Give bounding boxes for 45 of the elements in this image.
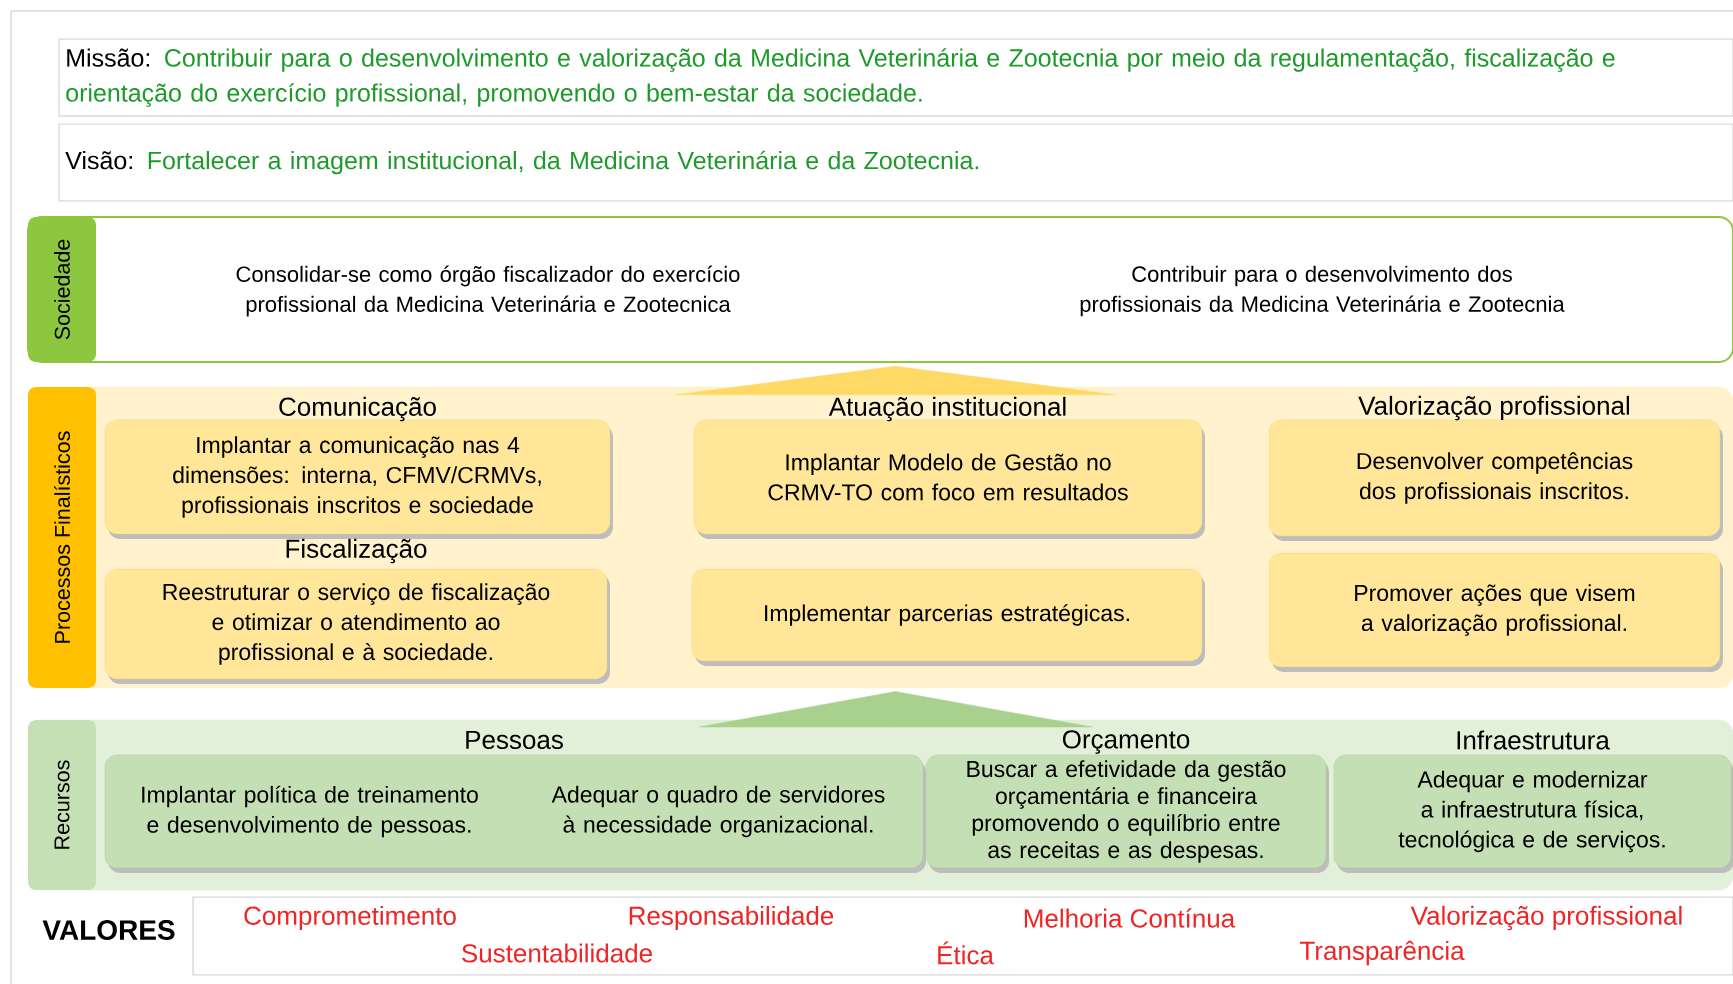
box-text: Adequar o quadro de servidores à necessidade organizacional. [551, 785, 885, 838]
layer-arrow [675, 366, 1116, 396]
box-heading: Orçamento [1062, 730, 1190, 754]
box-text: Promover ações que visem a valorização profissional. [1355, 584, 1635, 636]
box-heading: Infraestrutura [1457, 730, 1610, 750]
value-text: Valorização profissional [1410, 905, 1682, 931]
value-text: Transparência [1299, 940, 1465, 966]
box-heading: Atuação institucional [828, 396, 1066, 422]
objective-box [691, 568, 1205, 666]
statement-box: Missão: Contribuir para o desenvolvimento e valorização da Medicina Veterinária e Zootecnia por meio da regulamentação, fiscalização e orientação do exercício profissional, promovendo o bem-estar da sociedade. [58, 38, 1733, 117]
value-text: Comprometimento [244, 905, 456, 931]
values-box [42, 896, 1733, 976]
side-tab: Sociedade [28, 217, 96, 362]
objective-box [104, 538, 610, 684]
box-text: Implementar parcerias estratégicas. [765, 604, 1129, 626]
box-text: Desenvolver competências dos profissionais inscritos. [1357, 452, 1633, 504]
box-heading: Fiscalização [286, 538, 427, 564]
objective-box [925, 730, 1329, 873]
layer-band [27, 216, 1733, 363]
objective-box [104, 730, 926, 873]
box-text: Buscar a efetividade da gestão orçamentária e financeira promovendo o equilíbrio entre as receitas e as despesas. [967, 760, 1286, 863]
objective-box [693, 396, 1205, 539]
box-heading: Pessoas [466, 730, 563, 750]
value-text: Sustentabilidade [462, 943, 652, 963]
values-heading: VALORES [42, 920, 175, 940]
objective-box [104, 396, 613, 539]
box-text: Implantar Modelo de Gestão no CRMV-TO com foco em resultados [768, 453, 1128, 501]
objective-box [1333, 730, 1733, 873]
objective-box [1268, 395, 1723, 541]
objective-text: Consolidar-se como órgão fiscalizador do exercício profissional da Medicina Veterinária e Zootecnica [236, 265, 740, 317]
objective-text: Contribuir para o desenvolvimento dos profissionais da Medicina Veterinária e Zootecnia [1080, 265, 1565, 317]
layer-arrow [699, 691, 1092, 728]
side-tab: Recursos [28, 720, 96, 890]
box-text: Adequar e modernizar a infraestrutura física, tecnológica e de serviços. [1398, 770, 1665, 853]
side-tab: Processos Finalísticos [28, 387, 96, 688]
box-text: Implantar a comunicação nas 4 dimensões: interna, CFMV/CRMVs, profissionais inscritos e sociedade [173, 436, 541, 518]
value-text: Melhoria Contínua [1024, 908, 1236, 928]
value-text: Responsabilidade [629, 905, 834, 931]
box-heading: Comunicação [279, 396, 436, 422]
box-text: Implantar política de treinamento e desenvolvimento de pessoas. [142, 785, 478, 838]
statement-box: Visão: Fortalecer a imagem institucional, da Medicina Veterinária e da Zootecnia. [58, 123, 1733, 202]
objective-box [1268, 552, 1723, 672]
value-text: Ética [938, 941, 994, 965]
box-heading: Valorização profissional [1358, 395, 1629, 421]
box-text: Reestruturar o serviço de fiscalização e otimizar o atendimento ao profissional e à sociedade. [163, 583, 550, 665]
